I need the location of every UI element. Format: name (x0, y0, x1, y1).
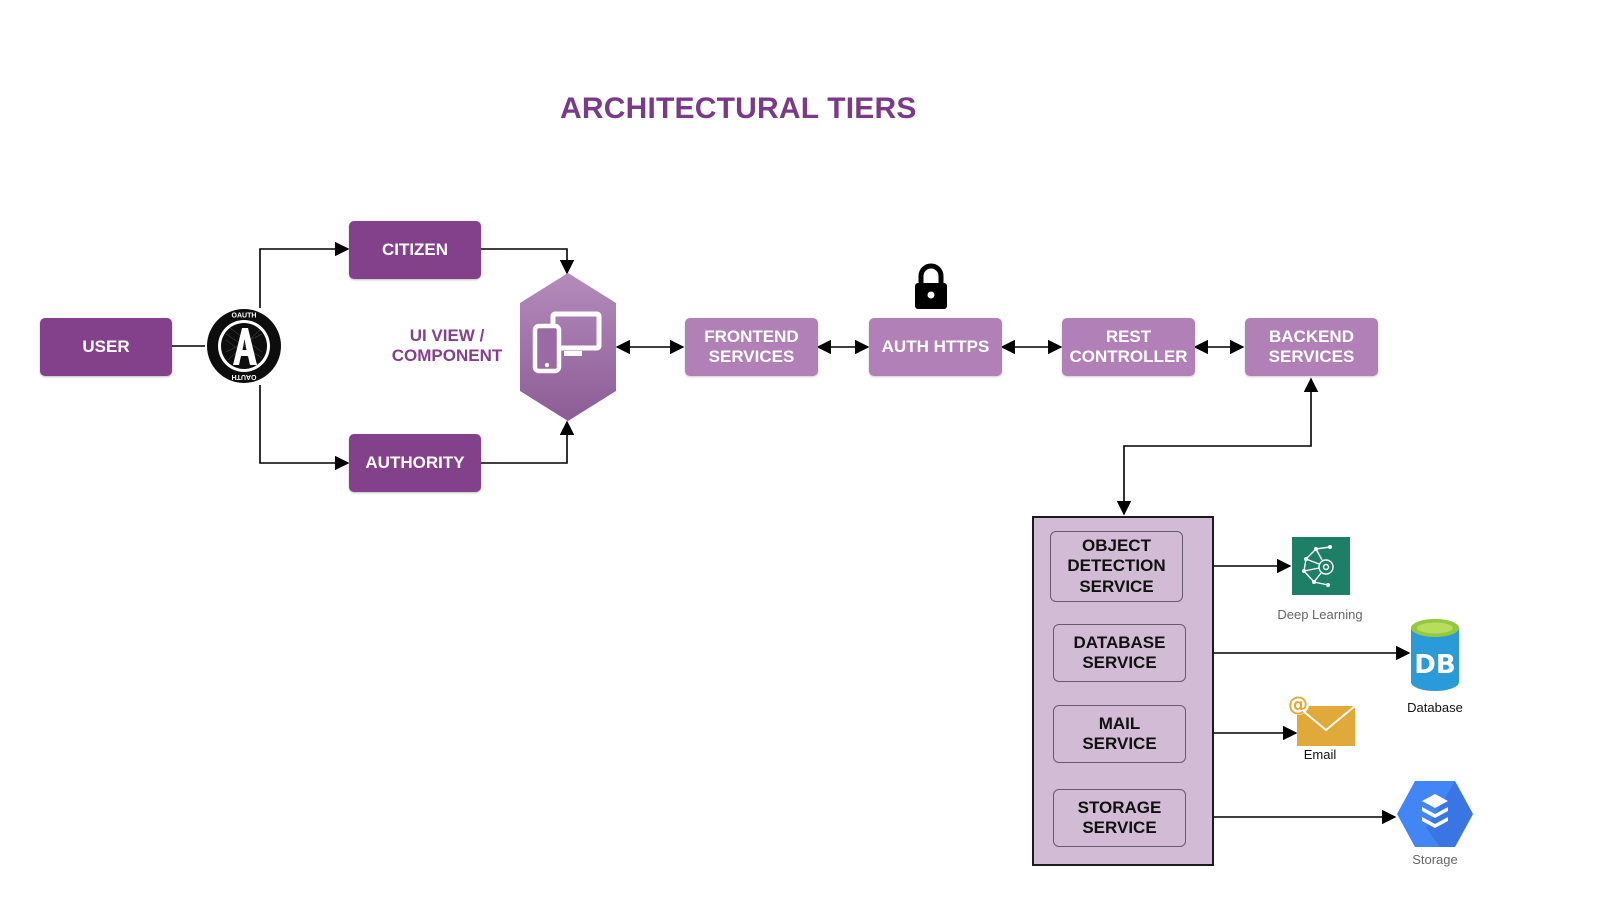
auth-https-node: AUTH HTTPS (869, 318, 1002, 376)
oauth-logo-icon: OAUTH OAUTH (204, 306, 284, 386)
database-service: DATABASE SERVICE (1053, 624, 1186, 682)
storage-service: STORAGE SERVICE (1053, 789, 1186, 847)
storage-caption: Storage (1412, 852, 1458, 867)
edge-oauth-citizen (259, 241, 350, 308)
oauth-ring-text-bottom: OAUTH (232, 373, 257, 380)
frontend-services-node: FRONTEND SERVICES (685, 318, 818, 376)
email-icon: @ (1285, 692, 1357, 750)
backend-services-node: BACKEND SERVICES (1245, 318, 1378, 376)
edge-authority-ui (481, 420, 575, 464)
user-node: USER (40, 318, 172, 376)
edge-oauth-authority (259, 385, 350, 471)
diagram-title: ARCHITECTURAL TIERS (560, 92, 917, 125)
db-icon-text: DB (1414, 650, 1455, 680)
ui-view-label: UI VIEW / COMPONENT (391, 326, 503, 366)
authority-node: AUTHORITY (349, 434, 481, 492)
oauth-ring-text-top: OAUTH (232, 313, 257, 320)
rest-controller-node: REST CONTROLLER (1062, 318, 1195, 376)
deep-learning-caption: Deep Learning (1277, 607, 1363, 622)
citizen-node: CITIZEN (349, 221, 481, 279)
edge-citizen-ui (481, 248, 575, 275)
lock-icon (913, 263, 949, 311)
mail-service: MAIL SERVICE (1053, 705, 1186, 763)
edge-backend-panel (1116, 377, 1319, 516)
deep-learning-icon (1292, 537, 1350, 595)
ui-component-hexagon-icon (520, 273, 616, 421)
database-caption: Database (1407, 700, 1463, 715)
database-icon: DB (1409, 618, 1461, 694)
storage-icon (1396, 780, 1474, 848)
email-caption: Email (1303, 747, 1337, 762)
object-detection-service: OBJECT DETECTION SERVICE (1050, 531, 1183, 602)
svg-text:@: @ (1288, 692, 1308, 716)
